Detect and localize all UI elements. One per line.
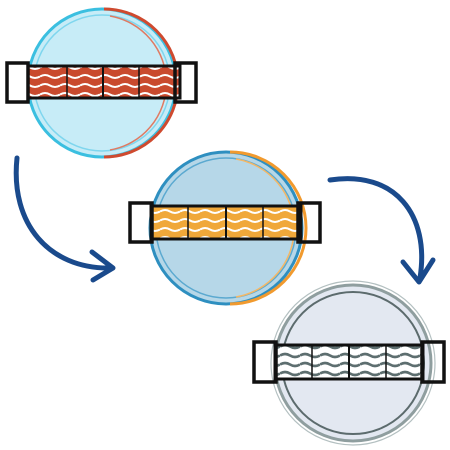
stage-3-petri-dish (252, 280, 446, 446)
stage-2-sample-strip (128, 201, 322, 244)
stage-2-left-clamp (128, 201, 154, 244)
stage-3-right-clamp (420, 340, 446, 384)
stage-1-sample-strip (5, 61, 198, 104)
stage-3-left-clamp (252, 340, 278, 384)
curved-arrow-icon (327, 176, 436, 285)
stage-2-rim-accent-arc (229, 150, 308, 306)
stage-1-left-clamp (5, 61, 30, 104)
stage-2-right-clamp (296, 201, 322, 244)
stage-3-sample-strip (252, 340, 446, 384)
stage-3-dish-rim-outer (270, 280, 436, 446)
curved-arrow-icon (13, 155, 116, 283)
stage-2-petri-dish (128, 150, 322, 306)
stage-1-right-clamp (173, 61, 198, 104)
stage-1-petri-dish (5, 7, 198, 159)
